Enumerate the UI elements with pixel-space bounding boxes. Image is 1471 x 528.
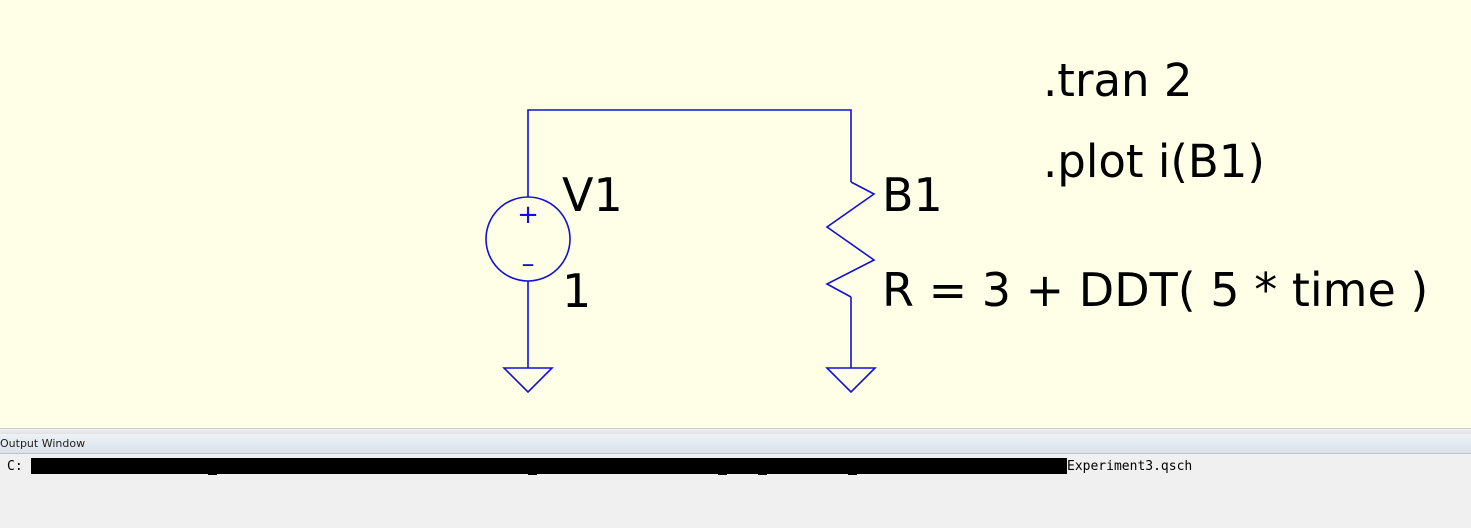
ground-symbol-v1 bbox=[502, 367, 554, 394]
resistor-name-label[interactable]: B1 bbox=[882, 168, 943, 222]
redaction-underscore bbox=[758, 474, 767, 475]
output-window-titlebar: Output Window bbox=[0, 434, 1471, 454]
output-path-filename: Experiment3.qsch bbox=[1067, 459, 1193, 474]
source-name-label[interactable]: V1 bbox=[562, 168, 623, 222]
ground-symbol-b1 bbox=[825, 367, 877, 394]
redaction-underscore bbox=[718, 474, 727, 475]
source-minus-sign: – bbox=[522, 249, 535, 279]
schematic-canvas[interactable]: + – V1 1 B1 R = 3 + DDT( 5 * time ) .tra… bbox=[0, 0, 1471, 428]
output-path-prefix: C: bbox=[7, 459, 23, 474]
source-plus-sign: + bbox=[517, 200, 539, 230]
output-window-title: Output Window bbox=[0, 437, 86, 450]
redaction-underscore bbox=[208, 474, 217, 475]
pane-splitter[interactable] bbox=[0, 428, 1471, 435]
source-value-label[interactable]: 1 bbox=[562, 264, 592, 318]
resistor-symbol bbox=[825, 181, 876, 298]
redacted-path-block bbox=[31, 458, 1067, 474]
redaction-underscore bbox=[528, 474, 537, 475]
directive-plot[interactable]: .plot i(B1) bbox=[1043, 135, 1265, 188]
directive-tran[interactable]: .tran 2 bbox=[1043, 54, 1193, 107]
schematic-drawing: + – bbox=[485, 109, 877, 394]
resistor-expression-label[interactable]: R = 3 + DDT( 5 * time ) bbox=[882, 263, 1429, 317]
redaction-underscore bbox=[848, 474, 857, 475]
wire-top bbox=[527, 109, 852, 197]
